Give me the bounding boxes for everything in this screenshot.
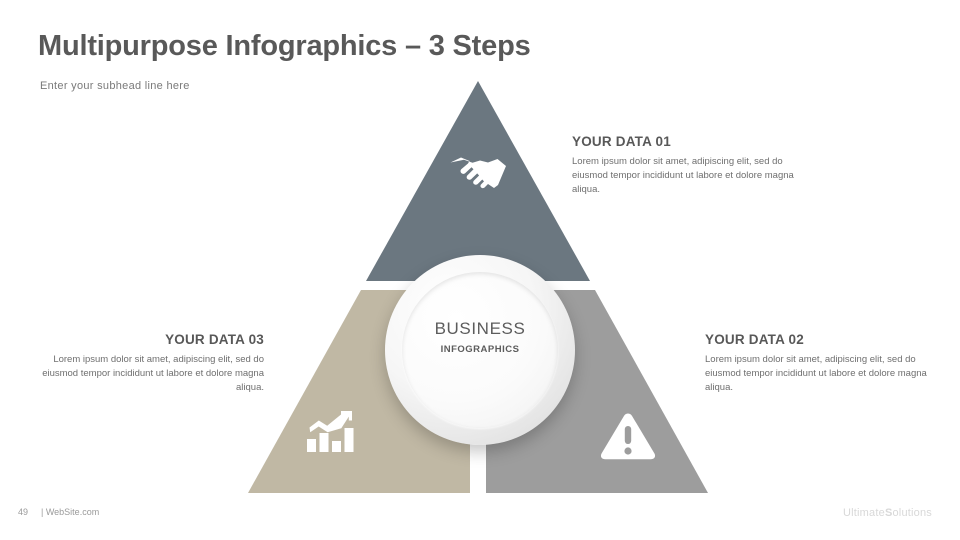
- bar-chart-icon: [305, 408, 355, 459]
- callout-03-title: YOUR DATA 03: [165, 332, 264, 347]
- center-badge[interactable]: BUSINESS INFOGRAPHICS: [385, 255, 575, 445]
- center-title: BUSINESS: [434, 319, 526, 338]
- callout-data-03: YOUR DATA 03 Lorem ipsum dolor sit amet,…: [36, 332, 264, 395]
- center-text-group: BUSINESS INFOGRAPHICS: [385, 319, 575, 355]
- brand-accent: S: [884, 507, 893, 519]
- callout-03-body: Lorem ipsum dolor sit amet, adipiscing e…: [42, 354, 264, 393]
- callout-01-title: YOUR DATA 01: [572, 134, 671, 149]
- callout-02-title: YOUR DATA 02: [705, 332, 804, 347]
- brand-logo: UltimateSolutions: [843, 507, 932, 519]
- callout-01-body: Lorem ipsum dolor sit amet, adipiscing e…: [572, 156, 794, 195]
- handshake-icon: [448, 150, 510, 199]
- center-inner-disc: [402, 272, 558, 428]
- page-title: Multipurpose Infographics – 3 Steps: [38, 30, 531, 62]
- callout-data-01: YOUR DATA 01 Lorem ipsum dolor sit amet,…: [572, 134, 802, 197]
- footer-page-number: 49: [18, 507, 29, 517]
- warning-icon: [600, 412, 656, 465]
- page-subhead: Enter your subhead line here: [40, 80, 190, 92]
- brand-suffix: olutions: [892, 507, 932, 519]
- callout-02-body: Lorem ipsum dolor sit amet, adipiscing e…: [705, 354, 927, 393]
- center-subtitle: INFOGRAPHICS: [440, 344, 520, 355]
- brand-prefix: Ultimate: [842, 507, 885, 519]
- footer-website: | WebSite.com: [41, 507, 100, 517]
- callout-data-02: YOUR DATA 02 Lorem ipsum dolor sit amet,…: [705, 332, 933, 395]
